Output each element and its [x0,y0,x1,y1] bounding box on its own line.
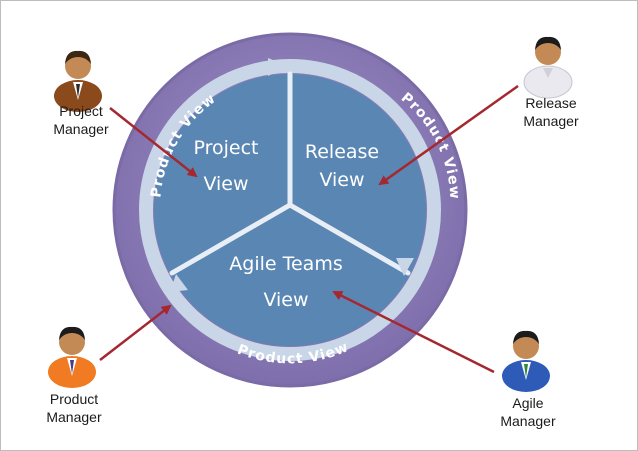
project-view-line1: Project [193,137,258,159]
agile-manager-line2: Manager [500,413,556,429]
project-view-line2: View [203,173,248,195]
avatar-agile-manager [502,330,550,392]
product-manager-label: Product Manager [38,390,110,426]
arrow-product-manager [99,304,172,361]
arrow-project-manager [109,107,198,178]
avatar-project-manager [54,50,102,112]
cycle-arrow-left [170,274,188,292]
cycle-arrow-top [268,58,288,76]
agile-view-line2: View [263,289,308,311]
release-view-line2: View [319,169,364,191]
product-manager-line1: Product [49,391,99,407]
segment-dividers [169,71,411,276]
release-view-line1: Release [305,141,379,163]
product-manager-line2: Manager [46,409,102,425]
arrow-release-manager [378,84,519,186]
agile-manager-line1: Agile [512,395,544,411]
inner-disk [154,74,426,346]
arrow-agile-manager [332,290,495,374]
release-manager-label: Release Manager [514,94,588,130]
project-manager-line1: Project [59,103,103,119]
agile-view-line1: Agile Teams [229,253,342,275]
avatar-release-manager [523,36,573,99]
cycle-arrow-right [396,258,414,276]
release-manager-line1: Release [525,95,577,111]
project-manager-line2: Manager [53,121,109,137]
agile-manager-label: Agile Manager [492,394,564,430]
release-manager-line2: Manager [523,113,579,129]
project-manager-label: Project Manager [46,102,116,138]
avatar-product-manager [48,326,96,388]
cycle-track [139,59,441,361]
cycle-arrowheads [170,58,414,292]
